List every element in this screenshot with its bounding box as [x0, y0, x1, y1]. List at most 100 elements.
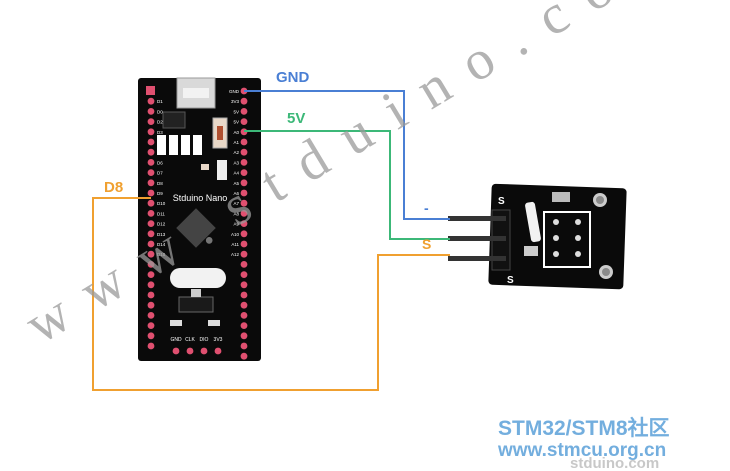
pin-hole [240, 97, 248, 105]
pin-hole [240, 240, 248, 248]
sensor-element [525, 201, 541, 243]
pin-hole [240, 342, 248, 350]
pin-hole [240, 159, 248, 166]
pin-hole [147, 271, 155, 278]
pin-hole [240, 352, 248, 360]
pin-label: 5V [233, 120, 239, 125]
pin-hole [147, 220, 155, 228]
pin-label: A10 [231, 232, 240, 237]
resonator [217, 160, 227, 180]
pin-label: A9 [233, 222, 239, 227]
pin-label: A0 [233, 130, 239, 135]
pin-hole [147, 291, 155, 299]
pin-label: A1 [233, 140, 239, 145]
pin-hole [240, 169, 248, 177]
mcu-chip [176, 208, 216, 248]
pin-label: D8 [157, 181, 163, 186]
pin-label: GND [229, 89, 240, 94]
pin-label: A12 [231, 252, 240, 257]
pin-hole [147, 108, 155, 115]
pin-hole [240, 291, 248, 299]
pin-hole [147, 250, 155, 258]
module-pin-signal-label: S [422, 236, 431, 252]
pin-label: D0 [157, 109, 163, 114]
stduino-nano-board: D1D0D2D3D4D5D6D7D8D9D10D11D12D13D14D15 G… [138, 77, 261, 361]
module-pin-minus-label: - [424, 200, 429, 216]
led-array [157, 135, 202, 155]
wires [92, 90, 450, 391]
pin-hole [240, 271, 248, 278]
pin-hole [147, 301, 155, 309]
pin-hole [147, 128, 155, 136]
pin-hole [200, 347, 208, 355]
pin-hole [147, 87, 155, 95]
pin-label: A2 [233, 150, 239, 155]
module-pins [448, 216, 506, 261]
gnd-wire [244, 90, 450, 220]
pin-hole [147, 159, 155, 166]
pin-hole [240, 261, 248, 268]
pin-hole [147, 138, 155, 146]
pin-hole [240, 322, 248, 329]
forum-url-watermark: www.stmcu.org.cn [497, 440, 666, 461]
pin-label: D10 [157, 201, 166, 206]
pin-hole [240, 138, 248, 146]
signal-wire [92, 197, 450, 391]
d8-wire-label: D8 [104, 179, 123, 196]
pin-label: D14 [157, 242, 166, 247]
pin-label: 5V [233, 109, 239, 114]
pin-label: A3 [233, 160, 239, 165]
pin-hole [147, 230, 155, 238]
pin-hole [240, 230, 248, 238]
boot-pad [201, 164, 209, 170]
regulator-chip [162, 111, 186, 129]
sensor-module: S S [448, 183, 627, 290]
pin-label: A6 [233, 191, 239, 196]
pin-label: D6 [157, 160, 163, 165]
pin-hole [240, 108, 248, 115]
pin-hole [240, 199, 248, 207]
board-name: Stduino Nano [173, 193, 228, 203]
pin-label: D9 [157, 191, 163, 196]
forum-title-watermark: STM32/STM8社区 [498, 416, 670, 440]
pin-label: D12 [157, 222, 166, 227]
bottom-pin-label: DIO [200, 337, 209, 343]
pin-label: D1 [157, 99, 163, 104]
pin-hole [240, 189, 248, 197]
pin-label: D15 [157, 252, 166, 257]
pin-hole [214, 347, 222, 355]
5v-wire-label: 5V [287, 110, 305, 127]
pin-label: D13 [157, 232, 166, 237]
left-pin-header: D1D0D2D3D4D5D6D7D8D9D10D11D12D13D14D15 [147, 87, 166, 350]
pin-hole [240, 118, 248, 125]
crystal [170, 268, 226, 288]
pin-label: A5 [233, 181, 239, 186]
pin-label: A4 [233, 171, 239, 176]
bottom-pin-label: GND [170, 337, 182, 343]
pin-hole [240, 220, 248, 228]
ic-footprint [524, 211, 591, 268]
bottom-pin-label: CLK [185, 337, 195, 343]
pin-hole [147, 332, 155, 340]
pin-hole [147, 322, 155, 329]
pin-label: D2 [157, 120, 163, 125]
pin-hole [240, 250, 248, 258]
pin-label: A7 [233, 201, 239, 206]
pin-hole [147, 179, 155, 187]
pin-hole [147, 189, 155, 197]
pin-hole [147, 148, 155, 156]
pin-hole [240, 210, 248, 217]
pin-label: 3V3 [231, 99, 240, 104]
bottom-pin-label: 3V3 [214, 337, 223, 343]
pin-hole [147, 118, 155, 125]
corner-watermark: stduino.com [570, 455, 659, 471]
pin-hole [240, 312, 248, 319]
pin-hole [147, 281, 155, 289]
pin-label: D3 [157, 130, 163, 135]
pin-hole [147, 210, 155, 217]
pin-label: A8 [233, 211, 239, 216]
pin-hole [240, 332, 248, 340]
gnd-wire-label: GND [276, 69, 310, 86]
